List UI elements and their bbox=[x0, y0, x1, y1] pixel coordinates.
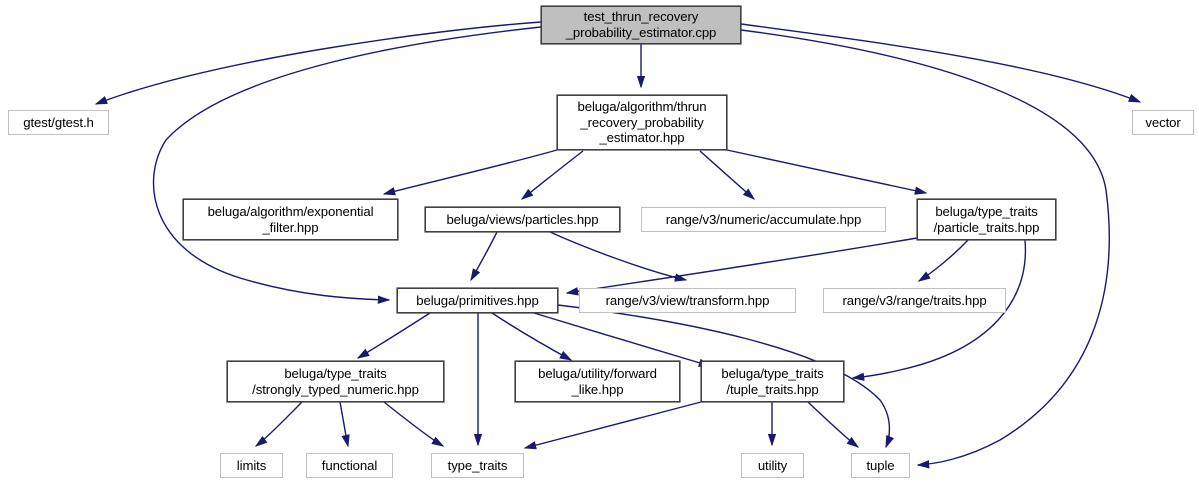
graph-node-view_transform[interactable]: range/v3/view/transform.hpp bbox=[579, 288, 796, 313]
graph-node-exponential_filter[interactable]: beluga/algorithm/exponential _filter.hpp bbox=[183, 199, 398, 240]
edge-particle_traits-to-primitives bbox=[565, 237, 918, 296]
graph-node-functional[interactable]: functional bbox=[306, 453, 393, 478]
graph-node-views_particles[interactable]: beluga/views/particles.hpp bbox=[425, 207, 620, 232]
graph-node-utility[interactable]: utility bbox=[741, 453, 804, 478]
graph-node-accumulate[interactable]: range/v3/numeric/accumulate.hpp bbox=[641, 207, 886, 232]
edge-particle_traits-to-range_traits bbox=[917, 239, 969, 282]
edge-strongly_typed_numeric-to-limits bbox=[254, 401, 303, 447]
graph-node-label-limits: limits bbox=[236, 457, 267, 473]
edge-primitives-to-tuple_traits bbox=[533, 312, 712, 367]
edge-strongly_typed_numeric-to-functional bbox=[339, 401, 350, 448]
graph-node-root[interactable]: test_thrun_recovery _probability_estimat… bbox=[541, 6, 741, 44]
graph-node-label-strongly_typed_numeric: beluga/type_traits /strongly_typed_numer… bbox=[252, 365, 419, 397]
graph-node-forward_like[interactable]: beluga/utility/forward _like.hpp bbox=[515, 361, 680, 402]
graph-node-label-vector: vector bbox=[1145, 114, 1181, 130]
graph-node-range_traits[interactable]: range/v3/range/traits.hpp bbox=[823, 288, 1006, 313]
graph-node-thrun_hpp[interactable]: beluga/algorithm/thrun _recovery_probabi… bbox=[557, 95, 727, 150]
graph-node-vector[interactable]: vector bbox=[1132, 110, 1194, 135]
graph-node-label-tuple_traits: beluga/type_traits /tuple_traits.hpp bbox=[721, 365, 824, 397]
graph-node-strongly_typed_numeric[interactable]: beluga/type_traits /strongly_typed_numer… bbox=[227, 361, 444, 402]
graph-node-limits[interactable]: limits bbox=[220, 453, 283, 478]
graph-node-label-forward_like: beluga/utility/forward _like.hpp bbox=[538, 365, 657, 397]
graph-node-label-view_transform: range/v3/view/transform.hpp bbox=[605, 292, 770, 308]
edge-thrun_hpp-to-particle_traits bbox=[726, 149, 928, 195]
edge-views_particles-to-view_transform bbox=[549, 231, 688, 282]
graph-node-label-root: test_thrun_recovery _probability_estimat… bbox=[565, 9, 717, 40]
graph-node-label-thrun_hpp: beluga/algorithm/thrun _recovery_probabi… bbox=[577, 99, 707, 146]
graph-node-label-type_traits: type_traits bbox=[447, 457, 508, 473]
graph-node-label-tuple: tuple bbox=[866, 457, 895, 473]
graph-node-primitives[interactable]: beluga/primitives.hpp bbox=[397, 288, 558, 313]
edge-thrun_hpp-to-exponential_filter bbox=[382, 149, 558, 196]
graph-node-tuple[interactable]: tuple bbox=[851, 453, 910, 478]
graph-node-label-exponential_filter: beluga/algorithm/exponential _filter.hpp bbox=[207, 203, 374, 235]
edge-thrun_hpp-to-views_particles bbox=[520, 150, 584, 200]
edge-primitives-to-forward_like bbox=[491, 312, 573, 361]
graph-node-label-views_particles: beluga/views/particles.hpp bbox=[446, 211, 599, 227]
edge-strongly_typed_numeric-to-type_traits bbox=[383, 401, 445, 447]
graph-node-label-gtest: gtest/gtest.h bbox=[23, 114, 94, 130]
edge-thrun_hpp-to-accumulate bbox=[699, 150, 756, 200]
edge-views_particles-to-primitives bbox=[470, 231, 498, 282]
graph-node-label-accumulate: range/v3/numeric/accumulate.hpp bbox=[665, 211, 862, 227]
graph-node-label-range_traits: range/v3/range/traits.hpp bbox=[842, 292, 987, 308]
graph-node-tuple_traits[interactable]: beluga/type_traits /tuple_traits.hpp bbox=[701, 361, 844, 402]
graph-node-particle_traits[interactable]: beluga/type_traits /particle_traits.hpp bbox=[917, 199, 1056, 240]
edge-root-to-gtest bbox=[94, 21, 542, 105]
graph-node-gtest[interactable]: gtest/gtest.h bbox=[8, 110, 109, 135]
graph-node-type_traits[interactable]: type_traits bbox=[431, 453, 524, 478]
graph-node-label-particle_traits: beluga/type_traits /particle_traits.hpp bbox=[933, 203, 1040, 235]
edge-tuple_traits-to-tuple bbox=[807, 401, 860, 448]
graph-node-label-primitives: beluga/primitives.hpp bbox=[416, 292, 539, 308]
edge-root-to-primitives bbox=[152, 26, 542, 304]
edge-primitives-to-strongly_typed_numeric bbox=[356, 312, 431, 359]
edge-root-to-vector bbox=[740, 23, 1142, 103]
graph-node-label-functional: functional bbox=[321, 457, 378, 473]
graph-node-label-utility: utility bbox=[757, 457, 788, 473]
edge-tuple_traits-to-type_traits bbox=[523, 401, 702, 450]
